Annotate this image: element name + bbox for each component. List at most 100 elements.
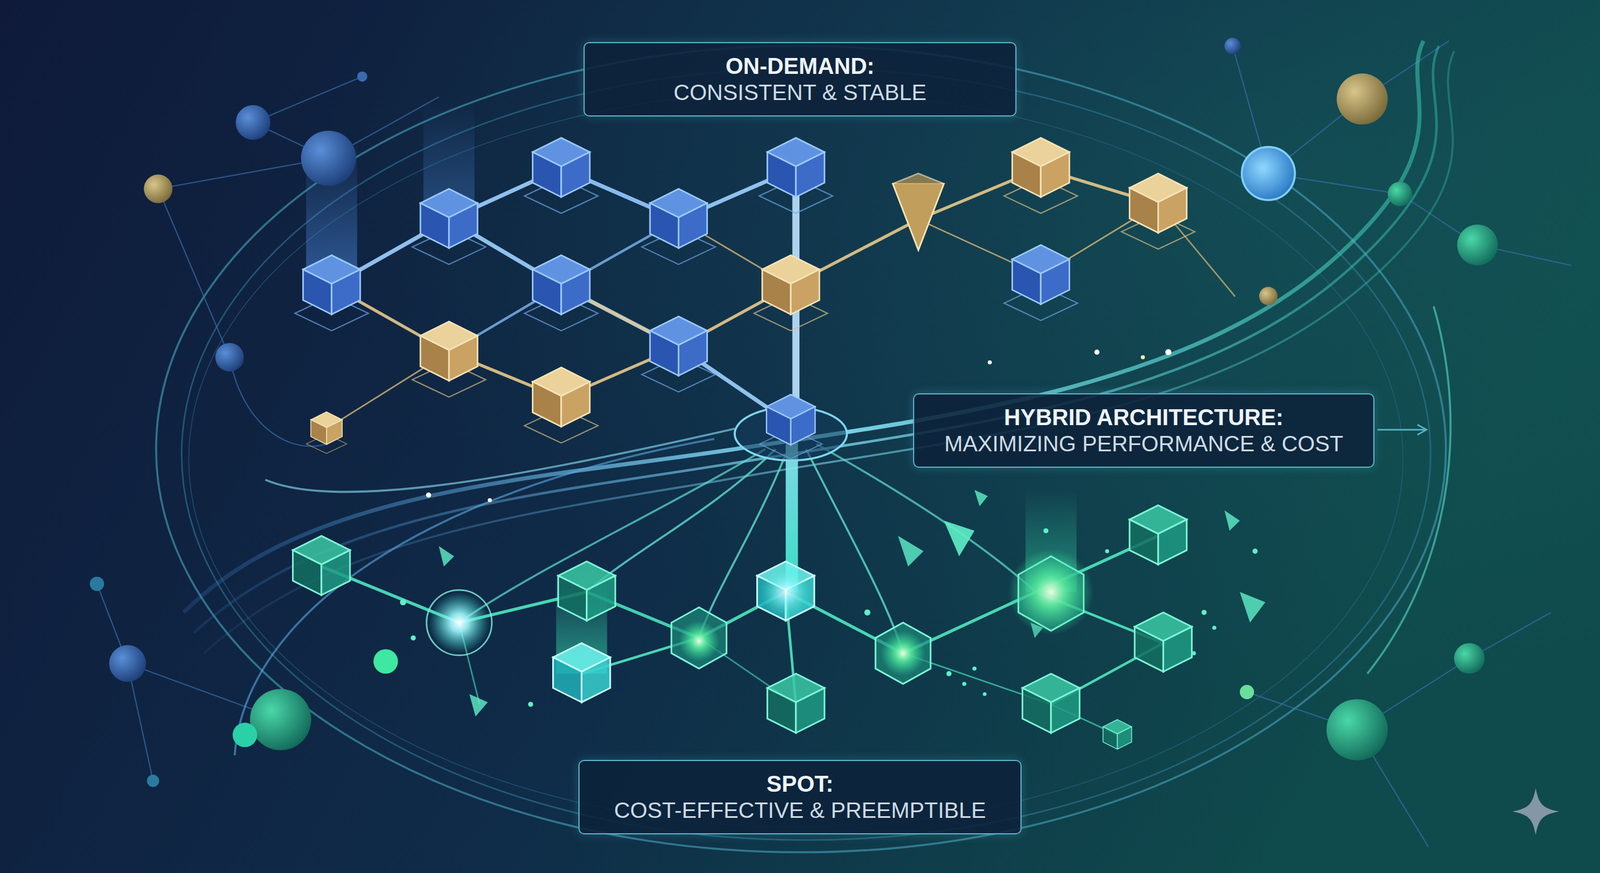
hybrid-pointer	[1377, 424, 1427, 435]
orb	[235, 105, 271, 140]
orb	[89, 576, 104, 591]
ring-node	[426, 589, 493, 656]
shard	[974, 489, 988, 507]
dot	[982, 692, 987, 696]
dot	[1043, 527, 1049, 533]
cube	[753, 255, 828, 331]
box-heading: SPOT:	[766, 769, 834, 798]
dot	[410, 635, 416, 641]
spot-cubes	[292, 505, 1192, 749]
glow	[759, 565, 812, 619]
cube	[767, 673, 825, 733]
cube	[1121, 173, 1195, 249]
link	[561, 168, 1159, 398]
dot	[1252, 548, 1258, 554]
link	[806, 448, 904, 653]
orb	[1259, 286, 1278, 306]
box-heading: ON-DEMAND:	[725, 52, 875, 80]
flow-line	[234, 438, 715, 756]
orb	[109, 644, 147, 682]
prism	[892, 173, 944, 250]
glows	[373, 548, 1094, 676]
cube	[292, 535, 350, 595]
glow	[678, 620, 720, 662]
illustration	[89, 37, 1572, 852]
dot	[1105, 548, 1110, 553]
dot	[864, 609, 871, 616]
dot	[987, 360, 992, 365]
orb	[1457, 224, 1499, 266]
orbs	[89, 37, 1498, 787]
orb	[1336, 73, 1389, 125]
orb	[1453, 642, 1485, 674]
box-description: COST-EFFECTIVE & PREEMPTIBLE	[614, 797, 986, 824]
orb	[301, 130, 357, 186]
cube	[642, 188, 716, 265]
sparkle-mark	[1512, 787, 1560, 835]
shard	[897, 535, 924, 567]
box-description: CONSISTENT & STABLE	[673, 79, 927, 107]
cube	[306, 411, 347, 454]
dot	[1165, 348, 1172, 356]
dot	[1140, 355, 1145, 360]
on-demand-links	[326, 168, 1235, 429]
orb	[1224, 37, 1241, 54]
label-box: HYBRID ARCHITECTURE:MAXIMIZING PERFORMAN…	[913, 393, 1375, 468]
cube	[1003, 137, 1078, 214]
link	[321, 535, 1159, 654]
ring-arc	[1367, 306, 1451, 674]
flow-line	[193, 46, 1439, 633]
shard	[1030, 622, 1044, 638]
peripheral-links	[97, 40, 1572, 848]
cube	[412, 188, 486, 265]
cube	[1129, 505, 1187, 565]
hex-node	[671, 607, 727, 669]
outer-rings	[156, 46, 1451, 853]
shard	[1239, 592, 1266, 623]
dot	[1192, 651, 1197, 656]
orb	[1239, 684, 1254, 699]
ring	[188, 92, 1403, 827]
dot	[1201, 609, 1207, 615]
ring	[156, 46, 1447, 853]
orb	[1242, 147, 1295, 200]
orb	[147, 774, 160, 787]
dot	[527, 701, 533, 707]
cube	[524, 137, 598, 214]
flow-line	[203, 51, 1454, 654]
cube	[1102, 719, 1132, 749]
box-description: MAXIMIZING PERFORMANCE & COST	[944, 430, 1344, 458]
box-heading: HYBRID ARCHITECTURE:	[1003, 403, 1284, 431]
orb	[1387, 181, 1412, 207]
pointer-head	[1417, 424, 1427, 435]
orb	[232, 722, 257, 747]
ring	[181, 68, 1431, 840]
shard	[438, 546, 454, 567]
cube	[1003, 244, 1078, 321]
shard	[943, 520, 975, 557]
pointer-line	[1377, 428, 1425, 431]
hex-node	[875, 622, 931, 684]
shard	[1224, 510, 1240, 531]
cube	[524, 255, 598, 331]
hub-cube	[759, 394, 823, 459]
link	[586, 448, 776, 592]
link	[331, 285, 562, 399]
dot	[1094, 349, 1100, 355]
dot	[1212, 625, 1217, 630]
label-box: SPOT:COST-EFFECTIVE & PREEMPTIBLE	[578, 759, 1022, 835]
glow	[880, 630, 926, 676]
shard	[469, 693, 488, 717]
glow	[428, 592, 490, 654]
cube	[412, 321, 486, 398]
label-box: ON-DEMAND:CONSISTENT & STABLE	[583, 42, 1017, 117]
light-beams	[306, 102, 1077, 674]
flow-bundle	[183, 40, 1454, 756]
dot	[946, 671, 952, 677]
dot	[400, 598, 407, 606]
link	[252, 76, 362, 123]
